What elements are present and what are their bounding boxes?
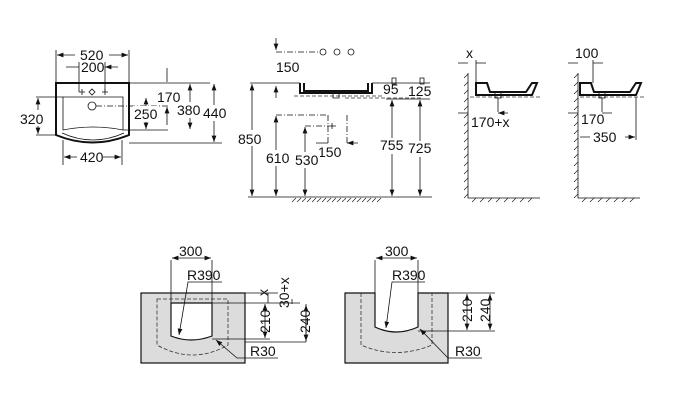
dim-170-b: 170 bbox=[581, 111, 605, 127]
basin-section bbox=[299, 83, 373, 94]
cutout2-r30: R30 bbox=[455, 343, 481, 359]
bowl-outline bbox=[62, 96, 124, 131]
dim-170: 170 bbox=[157, 89, 181, 105]
front-view: 150 95 125 150 850 610 530 755 725 bbox=[238, 38, 433, 203]
side-view-1: x 170+x bbox=[458, 45, 540, 203]
cutout1-r30: R30 bbox=[250, 343, 276, 359]
dim-350: 350 bbox=[593, 129, 617, 145]
cutout1-dim-30x: 30+x bbox=[276, 277, 292, 308]
dim-420: 420 bbox=[80, 149, 104, 165]
dim-200: 200 bbox=[81, 59, 105, 75]
dim-610: 610 bbox=[266, 150, 290, 166]
cutout2-dim-240: 240 bbox=[477, 298, 493, 322]
dim-x: x bbox=[466, 45, 473, 61]
counter-slab-2 bbox=[344, 292, 449, 364]
drain-icon bbox=[87, 101, 97, 111]
cutout2-r390: R390 bbox=[392, 267, 426, 283]
cutout2-dim-210: 210 bbox=[459, 298, 475, 322]
dim-380: 380 bbox=[177, 102, 201, 118]
dim-530: 530 bbox=[295, 152, 319, 168]
cutout1-dim-210: 210 bbox=[257, 309, 273, 333]
dim-755: 755 bbox=[380, 137, 404, 153]
basin-profile bbox=[475, 82, 539, 96]
dim-125: 125 bbox=[408, 83, 432, 99]
cutout2-dim-300: 300 bbox=[385, 243, 409, 259]
dim-150-tap: 150 bbox=[276, 59, 300, 75]
basin-profile-2 bbox=[579, 82, 643, 96]
dim-100: 100 bbox=[575, 45, 599, 61]
cutout1-dim-300: 300 bbox=[179, 243, 203, 259]
dim-170x: 170+x bbox=[471, 114, 510, 130]
dim-850: 850 bbox=[238, 131, 262, 147]
dim-250: 250 bbox=[134, 106, 158, 122]
cutout-hole bbox=[170, 302, 213, 341]
wall-line-2 bbox=[577, 73, 640, 199]
dim-520: 520 bbox=[80, 47, 104, 63]
dim-95: 95 bbox=[383, 81, 399, 97]
cutout1-r390: R390 bbox=[187, 267, 221, 283]
cutout-template-1: 300 R390 x 30+x 210 240 R30 bbox=[140, 243, 313, 364]
cutout1-dim-240: 240 bbox=[297, 309, 313, 333]
cutout1-dim-x: x bbox=[255, 289, 271, 296]
dim-725: 725 bbox=[408, 140, 432, 156]
dim-150-waste: 150 bbox=[318, 144, 342, 160]
dim-440: 440 bbox=[203, 105, 227, 121]
basin-outline bbox=[55, 82, 130, 144]
top-view: 520 200 320 170 250 380 440 420 bbox=[20, 46, 228, 166]
side-view-2: 100 170 350 bbox=[568, 45, 644, 203]
cutout-template-2: 300 R390 210 240 R30 bbox=[344, 243, 495, 364]
dim-320: 320 bbox=[20, 111, 44, 127]
